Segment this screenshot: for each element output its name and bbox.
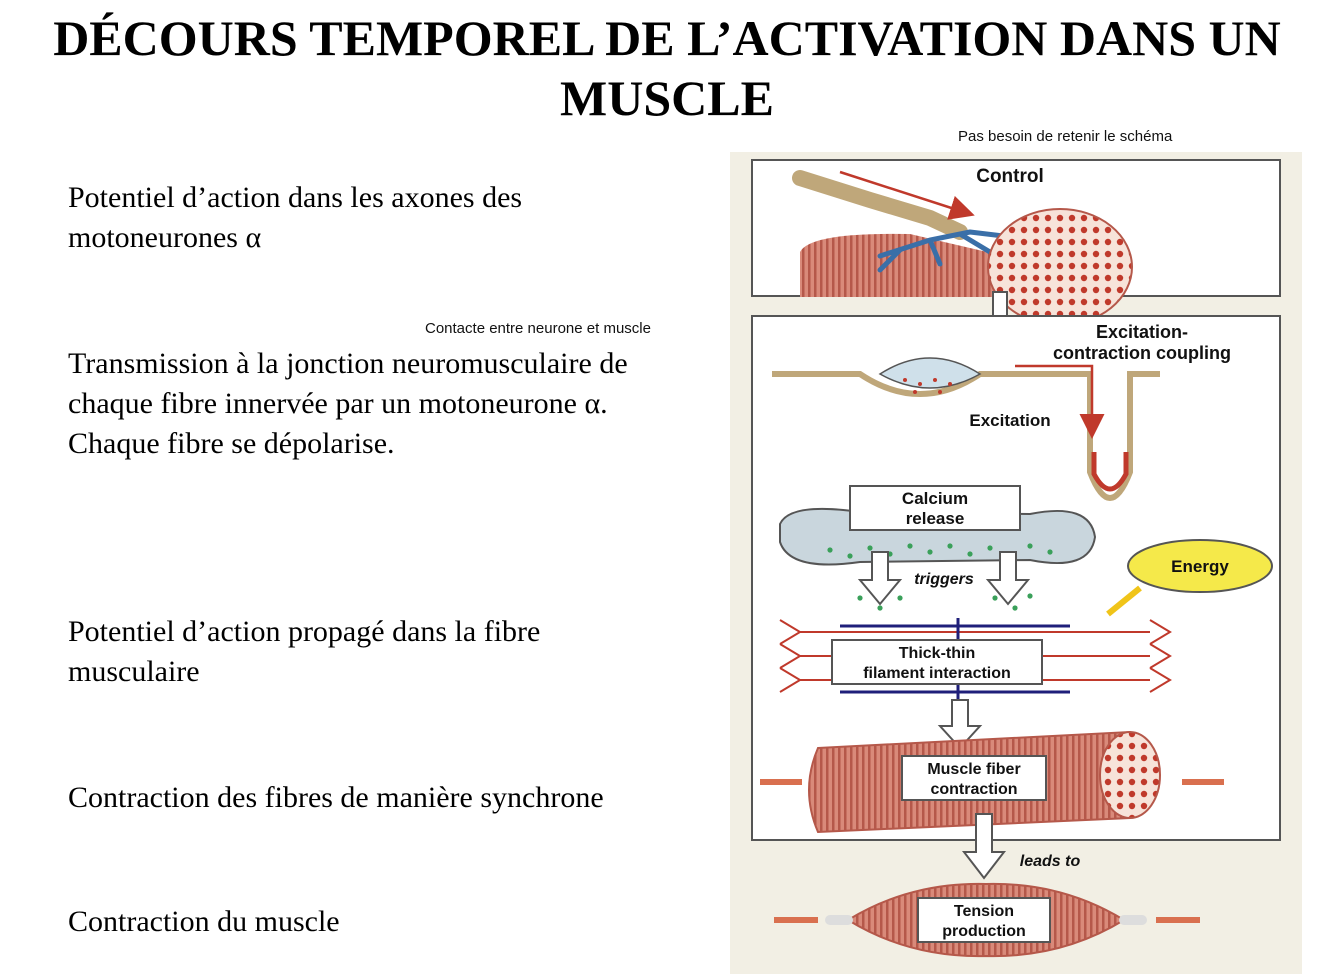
leads-to-label: leads to	[1020, 853, 1081, 870]
page-title: DÉCOURS TEMPOREL DE L’ACTIVATION DANS UN…	[0, 8, 1334, 128]
energy-label: Energy	[1171, 557, 1229, 576]
step-2-line-2: chaque fibre innervée par un motoneurone…	[68, 387, 608, 420]
title-line-1: DÉCOURS TEMPOREL DE L’ACTIVATION DANS UN	[53, 10, 1281, 66]
impulse-arrow	[839, 170, 975, 220]
control-label: Control	[976, 166, 1044, 187]
filament-box	[831, 639, 1043, 685]
fiber-cross-section	[987, 208, 1133, 326]
step-muscle-contraction: Contraction du muscle	[68, 902, 728, 942]
title-line-2: MUSCLE	[560, 70, 774, 126]
tension-label-1: Tension	[954, 903, 1014, 920]
contact-note: Contacte entre neurone et muscle	[425, 320, 651, 337]
tension-label-2: production	[942, 923, 1026, 940]
muscle-segment	[800, 233, 1030, 297]
excitation-arrow	[1015, 364, 1105, 439]
step-1-line-1: Potentiel d’action dans les axones des	[68, 181, 523, 214]
step-synchronous-contraction: Contraction des fibres de manière synchr…	[68, 778, 728, 818]
ecc-label-2: contraction coupling	[1053, 343, 1231, 363]
schema-note: Pas besoin de retenir le schéma	[958, 128, 1173, 145]
step-2-line-3: Chaque fibre se dépolarise.	[68, 427, 395, 460]
tension-box	[917, 897, 1051, 943]
energy-bubble	[1127, 539, 1273, 593]
step-3-line-1: Potentiel d’action propagé dans la fibre	[68, 615, 541, 648]
step-propagated-action-potential: Potentiel d’action propagé dans la fibre…	[68, 612, 728, 692]
step-2-line-1: Transmission à la jonction neuromusculai…	[68, 347, 628, 380]
triggers-label: triggers	[914, 571, 974, 588]
energy-arrow	[1106, 585, 1142, 617]
synaptic-vesicles	[903, 378, 952, 394]
fiber-end	[1099, 731, 1161, 819]
sarcolemma	[772, 371, 1160, 501]
ecc-label-1: Excitation-	[1096, 322, 1188, 342]
fiber-label-1: Muscle fiber	[927, 761, 1020, 778]
filament-label-1: Thick-thin	[899, 645, 975, 662]
step-3-line-2: musculaire	[68, 655, 200, 688]
down-arrow-2	[937, 699, 983, 750]
down-arrow-3	[961, 813, 1007, 880]
calcium-ions	[827, 543, 1053, 611]
filament-label-2: filament interaction	[863, 665, 1011, 682]
step-1-line-2: motoneurones α	[68, 221, 262, 254]
calcium-box	[849, 485, 1021, 531]
fiber-box	[901, 755, 1047, 801]
step-action-potential-axons: Potentiel d’action dans les axones des m…	[68, 178, 728, 258]
t-tubule	[1091, 452, 1129, 492]
triggers-arrow-left	[857, 551, 903, 606]
muscle-activation-diagram: Control Excitation- contraction coupling…	[730, 152, 1302, 974]
step-5-line-1: Contraction du muscle	[68, 905, 340, 938]
axon	[792, 170, 968, 240]
excitation-label: Excitation	[969, 411, 1050, 430]
step-4-line-1: Contraction des fibres de manière synchr…	[68, 781, 604, 814]
calcium-label-1: Calcium	[902, 489, 968, 508]
step-neuromuscular-transmission: Transmission à la jonction neuromusculai…	[68, 344, 728, 464]
triggers-arrow-right	[985, 551, 1031, 606]
fiber-label-2: contraction	[930, 781, 1017, 798]
nerve-terminals	[877, 229, 1023, 273]
calcium-label-2: release	[906, 509, 965, 528]
